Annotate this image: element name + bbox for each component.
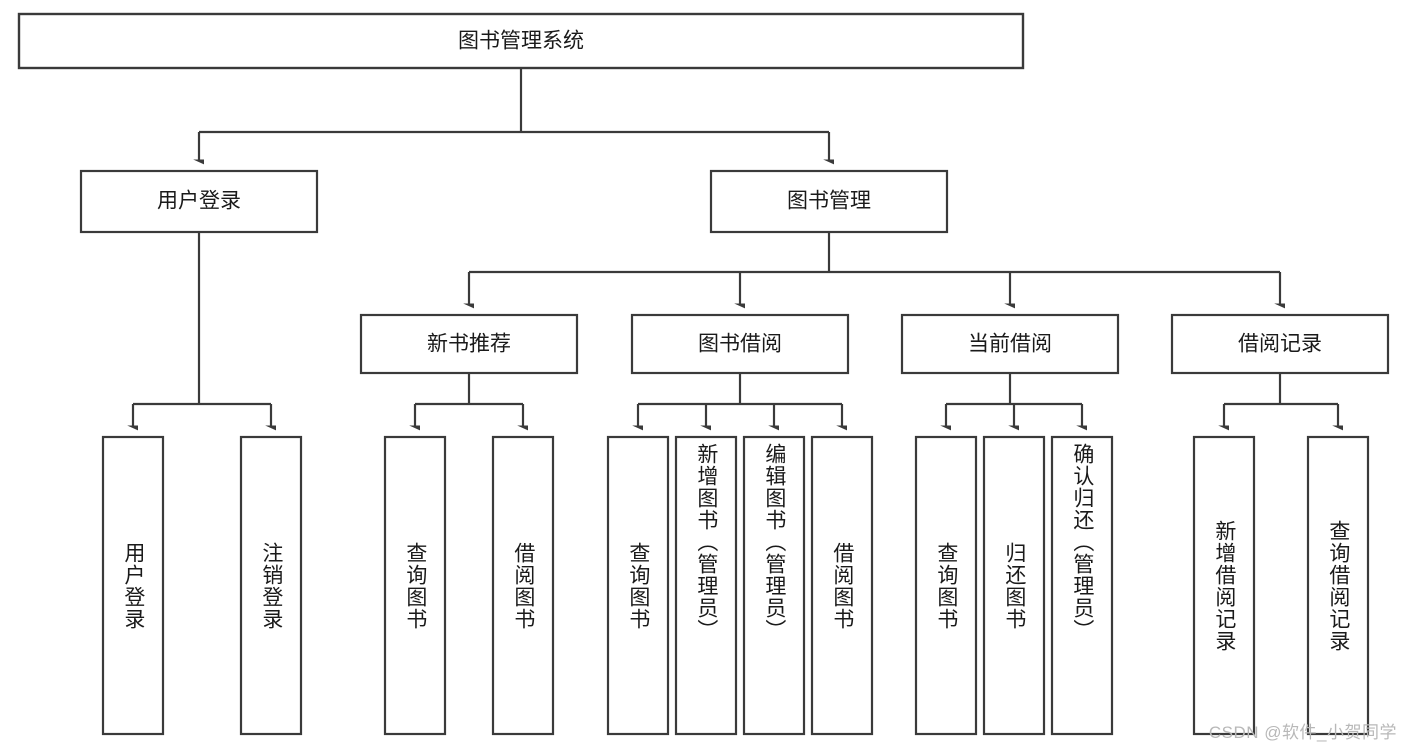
- borrow-record-label: 借阅记录: [1238, 333, 1322, 356]
- leaf-box-current-borrow-2[interactable]: [982, 435, 1046, 736]
- new-book-recommend-label: 新书推荐: [427, 333, 511, 356]
- leaf-box-book-borrow-1[interactable]: [606, 435, 670, 736]
- user-login-label: 用户登录: [157, 190, 241, 213]
- leaf-box-current-borrow-3[interactable]: [1050, 435, 1114, 736]
- leaf-box-book-borrow-3[interactable]: [742, 435, 806, 736]
- node-new-book-recommend[interactable]: 新书推荐: [359, 313, 579, 375]
- leaf-box-user-login-2[interactable]: [239, 435, 303, 736]
- edge-layer: [133, 68, 1338, 426]
- leaf-box-new-book-2[interactable]: [491, 435, 555, 736]
- book-management-box[interactable]: [709, 169, 949, 234]
- leaf-box-user-login-1[interactable]: [101, 435, 165, 736]
- node-book-borrow[interactable]: 图书借阅: [630, 313, 850, 375]
- leaf-box-borrow-record-1[interactable]: [1192, 435, 1256, 736]
- leaf-box-new-book-1[interactable]: [383, 435, 447, 736]
- book-management-label: 图书管理: [787, 190, 871, 213]
- current-borrow-label: 当前借阅: [968, 333, 1052, 356]
- root-box[interactable]: [17, 12, 1025, 70]
- node-borrow-record[interactable]: 借阅记录: [1170, 313, 1390, 375]
- leaf-box-layer: [101, 435, 1370, 736]
- leaf-box-borrow-record-2[interactable]: [1306, 435, 1370, 736]
- leaf-box-book-borrow-4[interactable]: [810, 435, 874, 736]
- user-login-box[interactable]: [79, 169, 319, 234]
- node-user-login[interactable]: 用户登录: [79, 169, 319, 234]
- book-borrow-box[interactable]: [630, 313, 850, 375]
- root-label: 图书管理系统: [458, 30, 584, 53]
- borrow-record-box[interactable]: [1170, 313, 1390, 375]
- leaf-box-book-borrow-2[interactable]: [674, 435, 738, 736]
- leaf-box-current-borrow-1[interactable]: [914, 435, 978, 736]
- new-book-recommend-box[interactable]: [359, 313, 579, 375]
- current-borrow-box[interactable]: [900, 313, 1120, 375]
- book-borrow-label: 图书借阅: [698, 333, 782, 356]
- node-root-book-management-system[interactable]: 图书管理系统: [17, 12, 1025, 70]
- node-current-borrow[interactable]: 当前借阅: [900, 313, 1120, 375]
- csdn-watermark: CSDN @软件_小贺同学: [1208, 723, 1397, 742]
- node-book-management[interactable]: 图书管理: [709, 169, 949, 234]
